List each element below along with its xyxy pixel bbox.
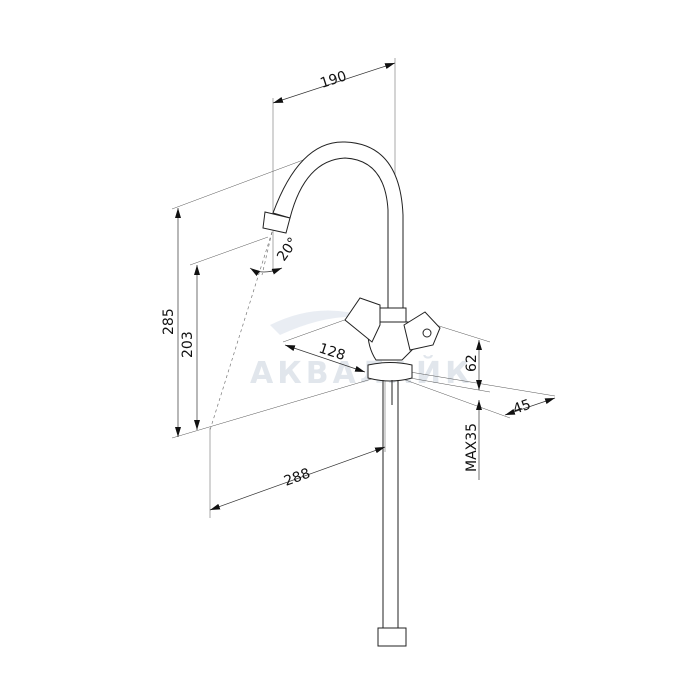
handle-cap (422, 328, 432, 338)
dim-190-label: 190 (318, 68, 348, 91)
left-handle (344, 297, 381, 343)
dim-288-label: 288 (282, 466, 313, 490)
dim-62-label: 62 (464, 354, 480, 372)
aerator (262, 211, 291, 234)
svg-text:АКВАЛАЙК: АКВАЛАЙК (250, 355, 474, 391)
mounting-washer (367, 362, 413, 382)
dim-45-label: 45 (511, 397, 533, 418)
dim-max35-label: MAX35 (464, 423, 480, 472)
water-stream-line (209, 231, 273, 431)
dim-128-label: 128 (317, 341, 347, 364)
angle-20-label: 20° (274, 235, 301, 265)
faucet (262, 141, 441, 647)
dim-203-label: 203 (180, 331, 196, 358)
dimension-lines (175, 62, 556, 511)
spout (272, 141, 404, 311)
angle-reference-line (261, 231, 273, 276)
dim-285-label: 285 (161, 308, 177, 335)
extension-lines (171, 58, 556, 518)
hose-fitting (377, 627, 407, 647)
spout-nut (379, 307, 407, 323)
right-handle (403, 311, 441, 351)
